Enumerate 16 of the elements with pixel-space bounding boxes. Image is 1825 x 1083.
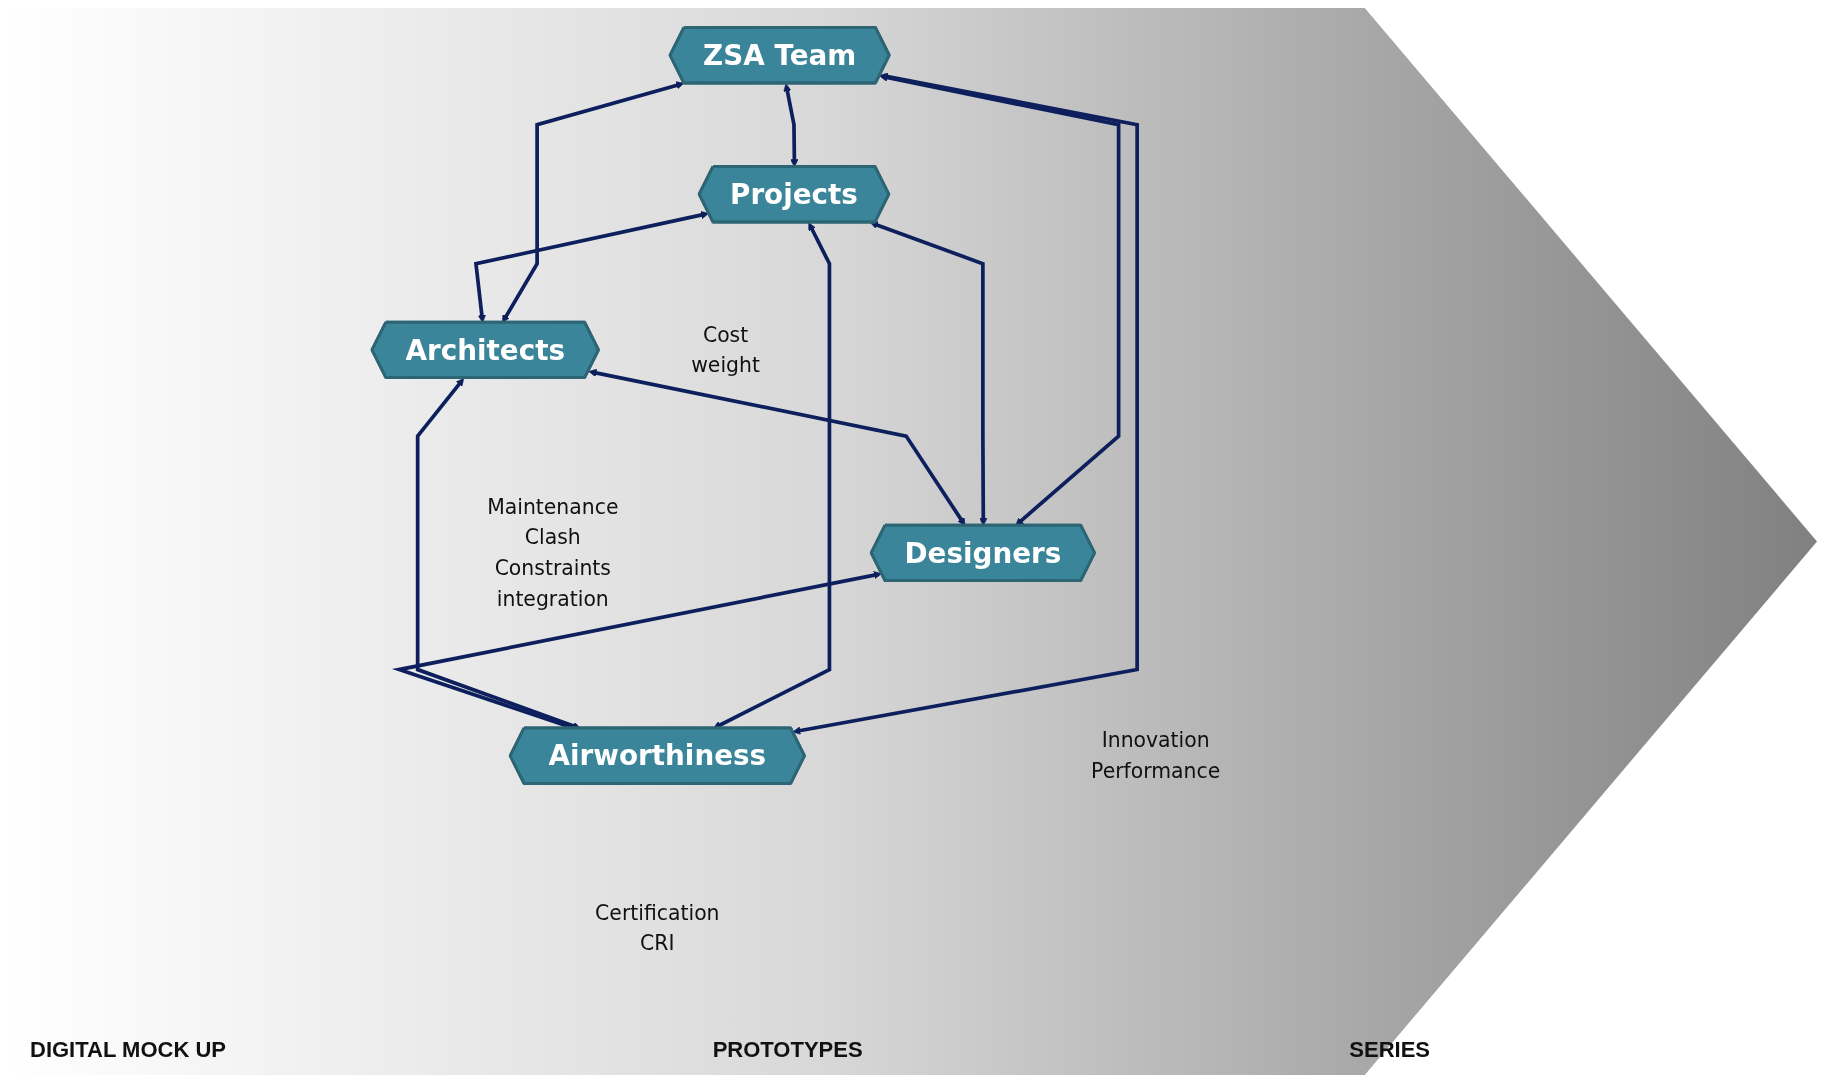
hexagon-node: Architects <box>370 320 600 380</box>
stage-label: PROTOTYPES <box>712 1037 863 1063</box>
hexagon-node: Airworthiness <box>508 726 806 785</box>
node-label: Constraints <box>494 556 611 580</box>
node-label: Maintenance <box>487 495 619 519</box>
note-text: Cost weight <box>691 323 760 377</box>
stage-label: DIGITAL MOCK UP <box>30 1037 226 1063</box>
hexagon-node: Designers <box>869 523 1096 582</box>
note-text: Certification CRI <box>595 901 720 955</box>
node-label: Clash <box>524 525 581 550</box>
node-label: integration <box>496 587 609 611</box>
note-text: Innovation Performance <box>1091 728 1221 783</box>
stage-label: SERIES <box>1349 1037 1430 1063</box>
hexagon-node: ZSA Team <box>668 26 891 85</box>
note-text: Maintenance Clash Constraints integration <box>487 495 619 611</box>
hexagon-node: Projects <box>697 165 891 224</box>
